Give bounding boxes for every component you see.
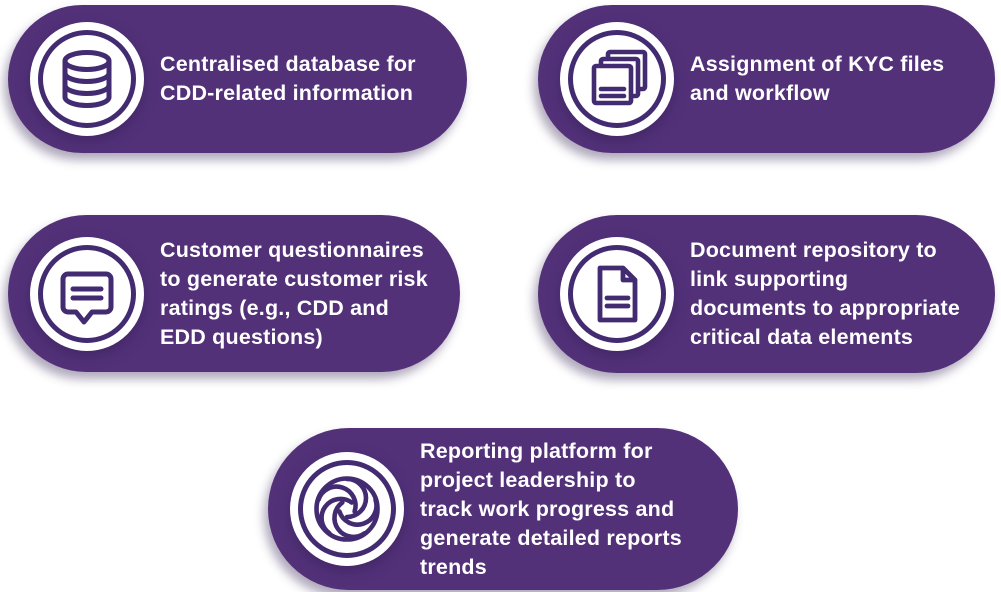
document-icon <box>560 237 674 351</box>
card-customer-questionnaires: Customer questionnaires to generate cust… <box>8 215 460 372</box>
card-kyc-assignment: Assignment of KYC files and workflow <box>538 5 995 153</box>
stacked-files-icon <box>560 22 674 136</box>
card-label: Customer questionnaires to generate cust… <box>160 237 428 349</box>
report-swirl-icon <box>290 452 404 566</box>
database-icon <box>30 22 144 136</box>
card-centralised-database: Centralised database for CDD-related inf… <box>8 5 467 153</box>
card-document-repository: Document repository to link supporting d… <box>538 215 995 373</box>
card-label: Assignment of KYC files and workflow <box>690 52 945 105</box>
card-label: Document repository to link supporting d… <box>690 238 960 349</box>
card-label: Reporting platform for project leadershi… <box>420 438 682 579</box>
speech-bubble-icon <box>30 236 144 351</box>
card-reporting-platform: Reporting platform for project leadershi… <box>268 428 738 590</box>
card-label: Centralised database for CDD-related inf… <box>160 52 416 105</box>
